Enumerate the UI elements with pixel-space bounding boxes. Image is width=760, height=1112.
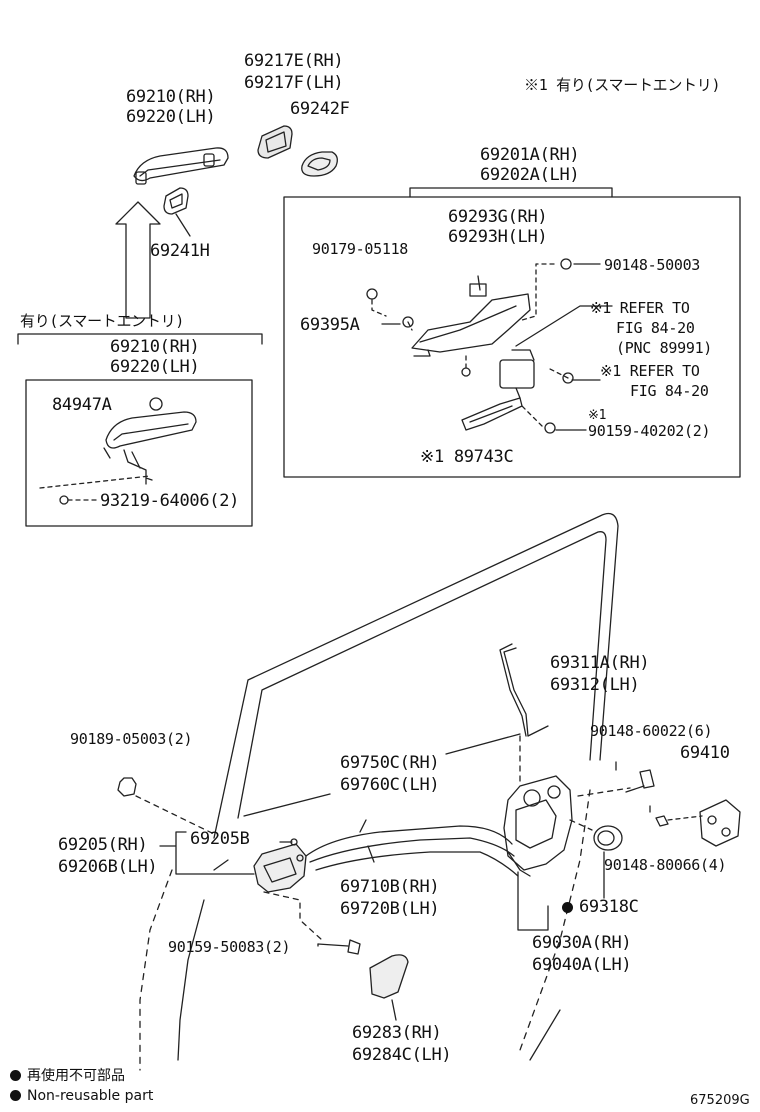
label-69760c: 69760C(LH): [340, 775, 440, 795]
label-69220-box: 69220(LH): [110, 357, 200, 377]
label-69205b: 69205B: [190, 829, 250, 849]
label-89743c: ※1 89743C: [420, 447, 514, 467]
label-69311a: 69311A(RH): [550, 653, 650, 673]
note-smart-entry: ※1 有り(スマートエントリ): [524, 76, 721, 94]
label-ref2-b: FIG 84-20: [630, 382, 709, 400]
key-cylinder: [499, 349, 535, 399]
smart-entry-bracket: [17, 333, 263, 345]
left-box-frame: [25, 379, 253, 527]
label-90148-50003: 90148-50003: [604, 256, 701, 274]
frame-assembly: [411, 275, 531, 357]
label-90189: 90189-05003(2): [70, 730, 193, 748]
label-smart-entry: 有り(スマートエントリ): [20, 312, 185, 330]
label-ref1-a: ※1 REFER TO: [590, 299, 690, 317]
bolts-right-box: [366, 258, 613, 434]
legend-en: Non-reusable part: [10, 1088, 153, 1105]
screw-93219: [39, 475, 151, 505]
label-ref1-c: (PNC 89991): [616, 339, 713, 357]
label-69040a: 69040A(LH): [532, 955, 632, 975]
dashed-door-lines: [139, 789, 591, 1071]
label-69201a: 69201A(RH): [480, 145, 580, 165]
cover-69242f: [301, 151, 338, 177]
leader-lines: [159, 725, 651, 1021]
label-69750c: 69750C(RH): [340, 753, 440, 773]
label-69720b: 69720B(LH): [340, 899, 440, 919]
label-90148-60022: 90148-60022(6): [590, 722, 713, 740]
label-90148-80066: 90148-80066(4): [604, 856, 727, 874]
inside-handle: [253, 843, 307, 893]
label-93219: 93219-64006(2): [100, 491, 240, 511]
label-69206b: 69206B(LH): [58, 857, 158, 877]
label-69293g: 69293G(RH): [448, 207, 548, 227]
label-ref1-b: FIG 84-20: [616, 319, 695, 337]
legend-jp-text: 再使用不可部品: [27, 1068, 125, 1084]
door-lock-assembly: [503, 775, 573, 877]
label-69205: 69205(RH): [58, 835, 148, 855]
label-90159-40202: 90159-40202(2): [588, 422, 711, 440]
label-69410: 69410: [680, 743, 730, 763]
right-box-frame: [283, 187, 741, 478]
bolt-90148-60022: [625, 769, 655, 793]
bolt-90148-80066: [655, 815, 703, 827]
legend-dot-icon: [10, 1070, 21, 1081]
label-69210-top: 69210(RH): [126, 87, 216, 107]
label-69284c: 69284C(LH): [352, 1045, 452, 1065]
label-69241h: 69241H: [150, 241, 210, 261]
pad-69241h: [163, 187, 191, 237]
label-90159-50083: 90159-50083(2): [168, 938, 291, 956]
arrow-up: [115, 201, 161, 319]
dashed-leaders-lower: [135, 735, 631, 941]
outside-handle-top: [133, 147, 229, 185]
cables: [305, 825, 519, 877]
bolt-90159-50083: [317, 939, 361, 955]
door-outline: [177, 512, 619, 1061]
figure-code: 675209G: [690, 1093, 750, 1108]
label-69210-box: 69210(RH): [110, 337, 200, 357]
striker-69410: [699, 799, 741, 847]
label-69293h: 69293H(LH): [448, 227, 548, 247]
bracket-89743c: [461, 397, 523, 431]
clip-90189: [117, 777, 137, 797]
smart-handle: [103, 397, 197, 485]
legend-en-text: Non-reusable part: [27, 1088, 154, 1104]
label-69283: 69283(RH): [352, 1023, 442, 1043]
bolt-69205b: [279, 838, 298, 846]
label-69710b: 69710B(RH): [340, 877, 440, 897]
label-69217e: 69217E(RH): [244, 51, 344, 71]
legend-dot-icon: [10, 1090, 21, 1101]
cover-69283: [369, 954, 409, 999]
label-84947a: 84947A: [52, 395, 112, 415]
label-69318c: 69318C: [562, 898, 639, 917]
label-69220-top: 69220(LH): [126, 107, 216, 127]
rod-69311: [499, 643, 529, 737]
label-69395a: 69395A: [300, 315, 360, 335]
label-69312: 69312(LH): [550, 675, 640, 695]
legend-jp: 再使用不可部品: [10, 1068, 125, 1085]
handle-cover-69217: [257, 125, 293, 159]
label-90179: 90179-05118: [312, 240, 409, 258]
label-69202a: 69202A(LH): [480, 165, 580, 185]
label-69318c-text: 69318C: [579, 897, 639, 917]
grommet-69318c: [593, 825, 623, 851]
label-mark-90159: ※1: [588, 408, 607, 423]
label-69242f: 69242F: [290, 99, 350, 119]
label-69217f: 69217F(LH): [244, 73, 344, 93]
label-ref2-a: ※1 REFER TO: [600, 362, 700, 380]
non-reusable-dot-icon: [562, 902, 573, 913]
label-69030a: 69030A(RH): [532, 933, 632, 953]
